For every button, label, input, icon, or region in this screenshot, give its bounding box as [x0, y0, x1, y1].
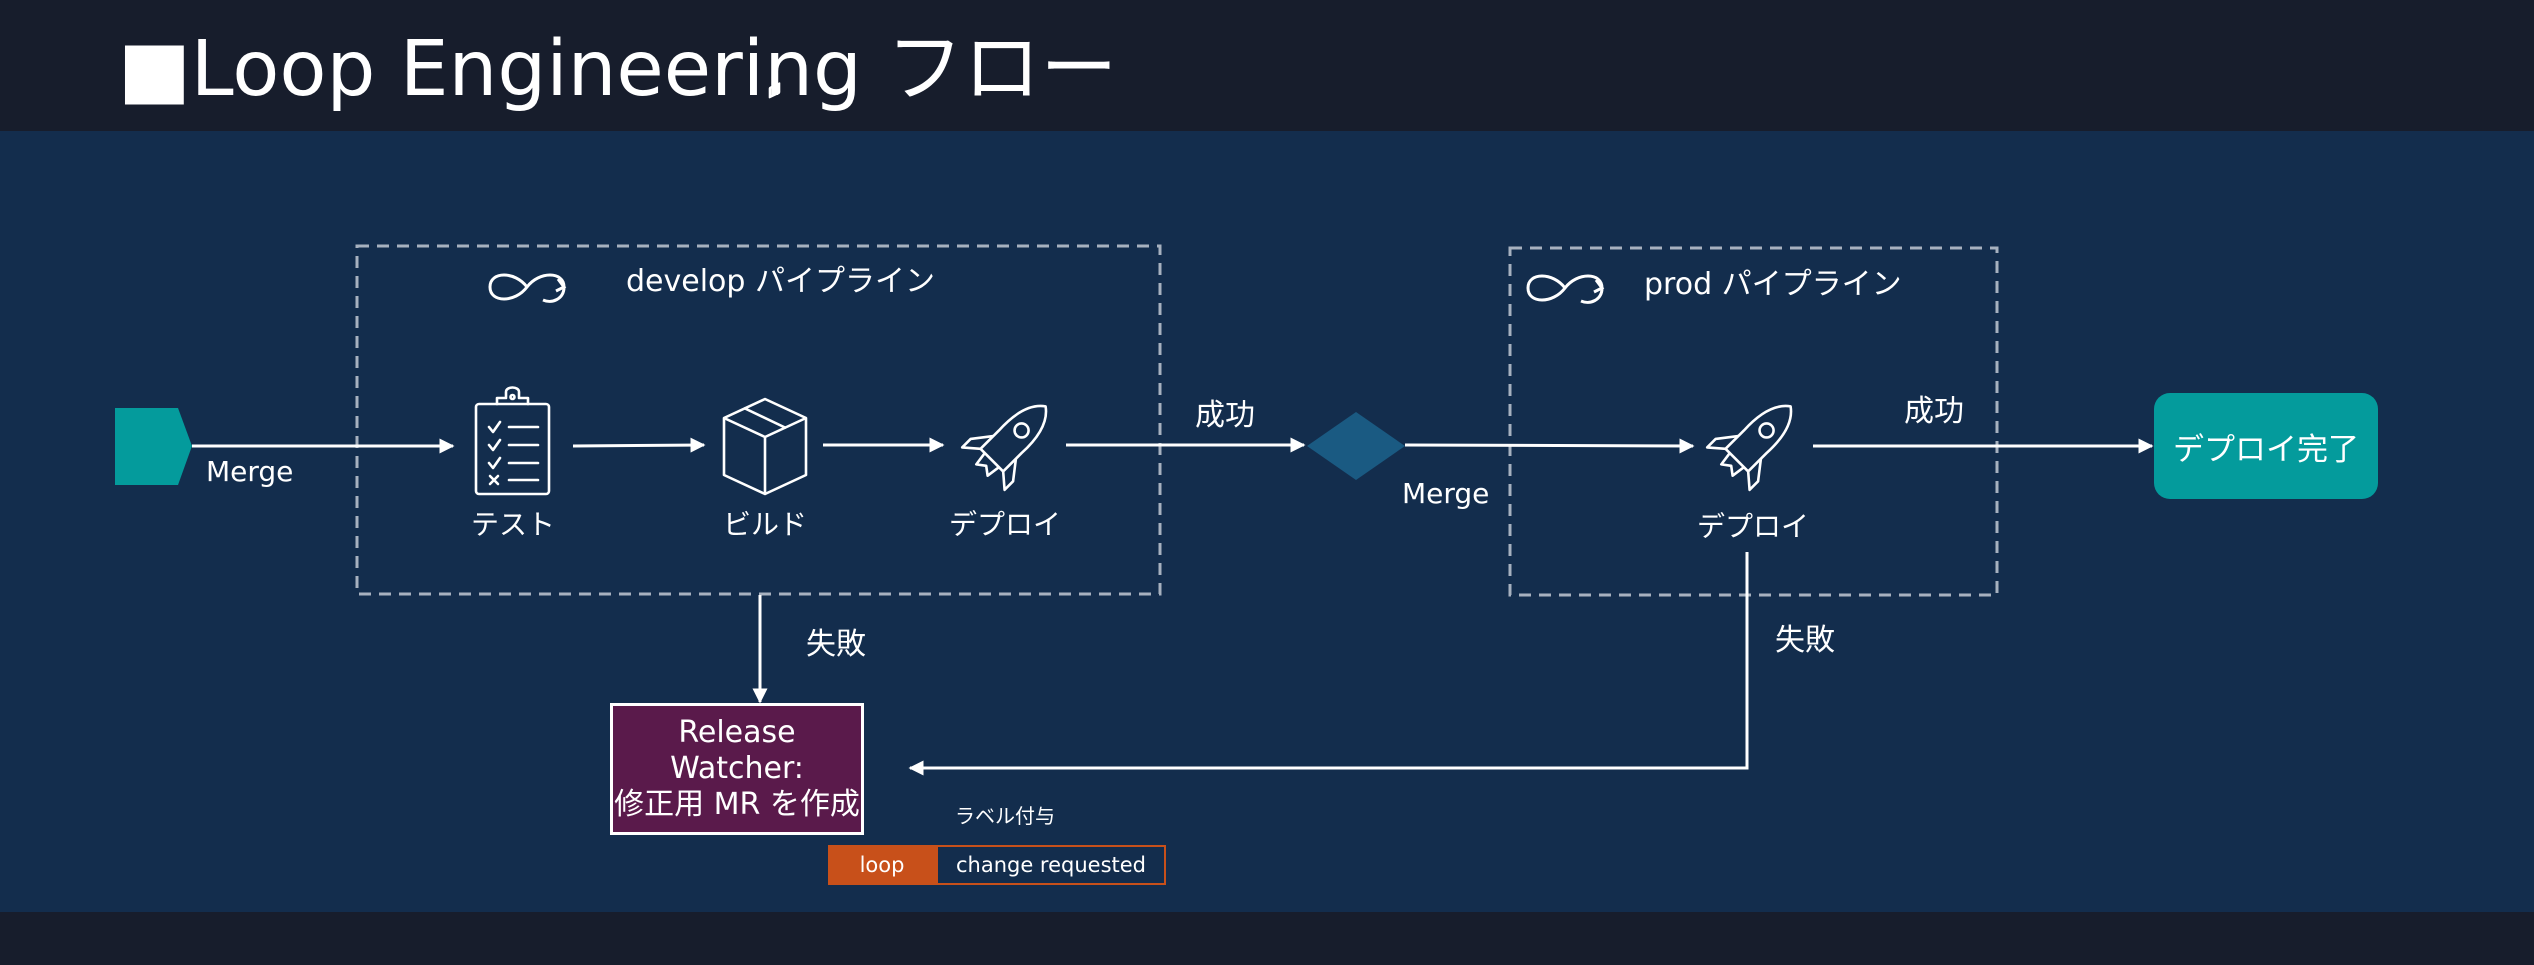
dev-success-label: 成功: [1195, 398, 1255, 433]
infinity-icon: [488, 273, 567, 303]
dev-fail-label: 失敗: [806, 627, 866, 662]
package-box-icon: [722, 82, 808, 496]
develop-pipeline-box: [355, 244, 1162, 596]
deploy-complete-label: デプロイ完了: [2173, 431, 2359, 468]
page-title: ■Loop Engineering フロー: [118, 25, 1118, 114]
dev-deploy-step-label: デプロイ: [948, 508, 1062, 541]
prod-fail-label: 失敗: [1775, 623, 1835, 658]
release-watcher-title: Release Watcher:: [670, 715, 804, 786]
clipboard-checklist-icon: [474, 386, 551, 496]
loop-label-tag: loop: [828, 845, 936, 885]
merge-gate-label: Merge: [1402, 477, 1490, 510]
test-step-label: テスト: [470, 508, 556, 541]
arrow-prod-fail-to-watcher: [908, 552, 1749, 776]
prod-success-label: 成功: [1904, 394, 1964, 429]
infinity-icon: [1526, 274, 1605, 304]
release-watcher-node: Release Watcher: 修正用 MR を作成: [610, 703, 864, 835]
release-watcher-action: 修正用 MR を作成: [614, 787, 860, 822]
arrow-gate-to-prod-deploy: [1404, 438, 1695, 454]
change-requested-label-tag: change requested: [936, 845, 1166, 885]
arrow-test-to-build: [572, 437, 706, 453]
merge-start-label: Merge: [206, 455, 294, 488]
deploy-complete-node: デプロイ完了: [2154, 393, 2378, 499]
start-node: [115, 408, 192, 485]
label-tags: loop change requested: [828, 845, 1166, 885]
prod-deploy-step-label: デプロイ: [1696, 510, 1810, 543]
prod-pipeline-box: [1508, 246, 1999, 597]
merge-gate-diamond: [1307, 412, 1405, 480]
build-step-label: ビルド: [722, 508, 808, 541]
label-caption: ラベル付与: [955, 804, 1055, 828]
rocket-icon: [1705, 404, 1793, 492]
rocket-icon: [960, 404, 1048, 492]
prod-pipeline-label: prod パイプライン: [1644, 267, 1902, 302]
diagram-panel: [0, 131, 2534, 912]
develop-pipeline-label: develop パイプライン: [626, 264, 935, 299]
